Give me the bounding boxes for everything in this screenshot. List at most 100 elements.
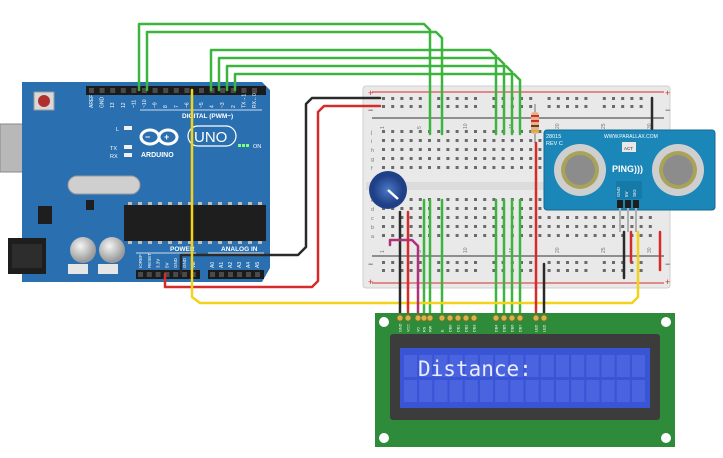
breadboard-hole <box>520 234 523 237</box>
lcd-pin-pad[interactable] <box>532 314 540 322</box>
digital-pin-socket[interactable] <box>131 88 137 93</box>
potentiometer[interactable] <box>369 171 407 209</box>
rail-hole <box>418 105 422 108</box>
lcd-pin-pad[interactable] <box>454 314 462 322</box>
power-pin-socket[interactable] <box>138 272 143 277</box>
lcd-char-cell <box>571 380 585 402</box>
digital-pin-socket[interactable] <box>199 88 204 93</box>
digital-pin-socket[interactable] <box>99 88 105 93</box>
wire-green-d2[interactable] <box>233 72 522 136</box>
analog-pin-socket[interactable] <box>255 272 260 277</box>
lcd-pin-pad[interactable] <box>500 314 508 322</box>
digital-pin-socket[interactable] <box>163 88 169 93</box>
wire-red-5v[interactable] <box>163 104 382 289</box>
breadboard-hole <box>409 198 413 201</box>
rail-hole <box>418 97 422 100</box>
wire-black-gnd[interactable] <box>179 96 382 276</box>
digital-pin-socket[interactable] <box>241 88 247 93</box>
digital-pin-socket[interactable] <box>142 88 147 93</box>
breadboard-hole <box>437 157 441 160</box>
breadboard-hole <box>382 234 385 237</box>
rail-hole <box>575 269 579 272</box>
analog-pin-socket[interactable] <box>246 272 251 277</box>
wire-green-d11[interactable] <box>145 30 444 136</box>
digital-pin-socket[interactable] <box>252 88 257 93</box>
breadboard-hole <box>418 216 422 219</box>
rail-hole <box>612 269 615 272</box>
lcd-pin-pad[interactable] <box>540 314 548 322</box>
digital-pin-socket[interactable] <box>120 88 126 93</box>
digital-pin-socket[interactable] <box>173 88 179 93</box>
sensor-act-led-box <box>622 142 636 152</box>
breadboard-hole <box>483 216 487 219</box>
wire-magenta-pot-wiper[interactable] <box>388 238 420 320</box>
lcd-pin-pad[interactable] <box>438 314 446 322</box>
lcd-pin-pad[interactable] <box>414 314 422 322</box>
breadboard-hole <box>584 234 588 237</box>
breadboard-hole <box>602 234 606 237</box>
analog-pin-socket[interactable] <box>237 272 242 277</box>
resistor-body <box>531 112 539 134</box>
digital-pin-socket[interactable] <box>110 88 116 93</box>
wire-green-d5[interactable] <box>209 48 498 136</box>
digital-pin-socket[interactable] <box>220 88 226 93</box>
lcd-pin-pad[interactable] <box>420 314 428 322</box>
digital-pin-socket[interactable] <box>184 88 190 93</box>
wire-green-d12[interactable] <box>137 22 432 136</box>
lcd-pin-pad[interactable] <box>426 314 434 322</box>
power-pin-label: 3.3V <box>156 259 161 268</box>
lcd-pin-pad[interactable] <box>516 314 524 322</box>
breadboard-hole <box>382 157 385 160</box>
ping-ultrasonic-sensor[interactable]: WWW.PARALLAX.COM 28015 REV C PING))) ACT… <box>543 129 716 232</box>
power-pin-socket[interactable] <box>190 272 196 277</box>
breadboard-hole <box>492 207 496 210</box>
rail-hole <box>474 105 477 108</box>
power-pin-socket[interactable] <box>146 272 152 277</box>
atmega-chip <box>124 205 266 241</box>
digital-pin-socket[interactable] <box>152 88 158 93</box>
analog-pin-socket[interactable] <box>228 272 233 277</box>
lcd-pin-pad[interactable] <box>462 314 470 322</box>
breadboard-hole <box>529 216 533 219</box>
power-pin-socket[interactable] <box>164 272 170 277</box>
lcd-pin-label: DB2 <box>465 325 469 332</box>
lcd-pin-pad[interactable] <box>396 314 404 322</box>
rail-hole <box>529 269 533 272</box>
digital-pin-socket[interactable] <box>230 88 236 93</box>
digital-pin-label: ~6 <box>184 102 190 108</box>
lcd-pin-pad[interactable] <box>508 314 516 322</box>
lcd-pin-pad[interactable] <box>470 314 478 322</box>
breadboard-hole <box>621 216 625 219</box>
reset-button[interactable] <box>38 95 50 107</box>
breadboard-hole <box>418 225 422 228</box>
breadboard-hole <box>474 225 477 228</box>
power-pin-socket[interactable] <box>155 272 161 277</box>
rail-hole <box>492 97 496 100</box>
lcd-pin-label: VCC <box>407 324 411 332</box>
digital-pin-socket[interactable] <box>89 88 94 93</box>
resistor[interactable] <box>531 104 539 143</box>
breadboard-hole <box>492 216 496 219</box>
breadboard-hole <box>529 166 533 169</box>
lcd-pin-pad[interactable] <box>446 314 454 322</box>
wire-yellow-signal[interactable] <box>190 88 640 305</box>
wire-green-d3[interactable] <box>225 64 514 136</box>
lcd-pin-pad[interactable] <box>492 314 500 322</box>
lcd-char-cell <box>525 355 539 377</box>
rail-hole <box>391 269 395 272</box>
analog-pin-socket[interactable] <box>210 272 215 277</box>
power-pin-socket[interactable] <box>173 272 179 277</box>
rail-hole <box>529 105 533 108</box>
breadboard-hole <box>464 234 468 237</box>
lcd-pin-pads <box>396 314 548 322</box>
breadboard-hole <box>639 225 643 228</box>
digital-pin-label: ~9 <box>153 102 159 108</box>
analog-pin-socket[interactable] <box>219 272 224 277</box>
breadboard-hole <box>520 198 523 201</box>
breadboard-hole <box>483 234 487 237</box>
lcd-pin-pad[interactable] <box>404 314 412 322</box>
power-pin-socket[interactable] <box>182 272 187 277</box>
wire-green-d4[interactable] <box>217 56 506 136</box>
